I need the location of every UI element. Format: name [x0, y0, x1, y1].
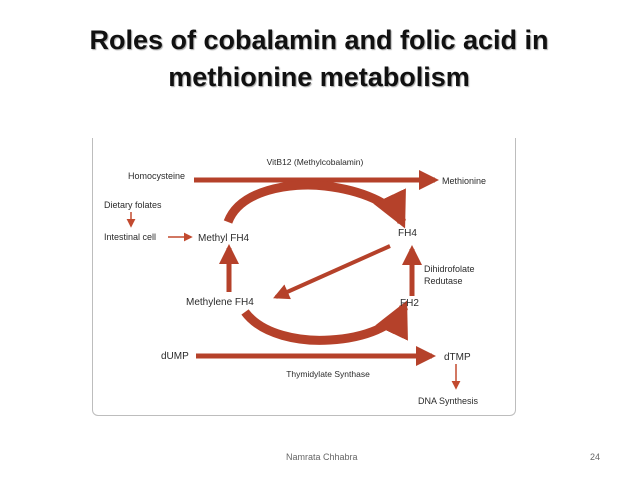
diagram-frame [92, 138, 516, 416]
label-dump: dUMP [161, 351, 189, 362]
label-fh4: FH4 [398, 228, 417, 239]
methyl-fh4-to-fh4-arc [223, 180, 407, 229]
fh4-to-methylene-arrow [273, 244, 391, 300]
title-line-1: Roles of cobalamin and folic acid in [89, 25, 549, 55]
label-vitb12: VitB12 (Methylcobalamin) [267, 157, 364, 167]
page-number: 24 [590, 452, 601, 462]
label-dihidrofolate-2: Redutase [424, 276, 463, 286]
label-methyl-fh4: Methyl FH4 [198, 233, 250, 244]
footer-author: Namrata Chhabra [286, 452, 358, 462]
label-dna-synthesis: DNA Synthesis [418, 396, 479, 406]
label-dtmp: dTMP [444, 352, 471, 363]
label-dihidrofolate-1: Dihidrofolate [424, 264, 475, 274]
label-homocysteine: Homocysteine [128, 171, 185, 181]
label-thymidylate-synthase: Thymidylate Synthase [286, 369, 370, 379]
label-methylene-fh4: Methylene FH4 [186, 297, 254, 308]
slide-title: Roles of cobalamin and folic acid in met… [0, 22, 638, 96]
label-methionine: Methionine [442, 176, 486, 186]
methylene-fh4-to-fh2-arc [241, 300, 409, 345]
label-dietary-folates: Dietary folates [104, 200, 162, 210]
label-fh2: FH2 [400, 298, 419, 309]
label-intestinal-cell: Intestinal cell [104, 232, 156, 242]
title-line-2: methionine metabolism [168, 62, 470, 92]
